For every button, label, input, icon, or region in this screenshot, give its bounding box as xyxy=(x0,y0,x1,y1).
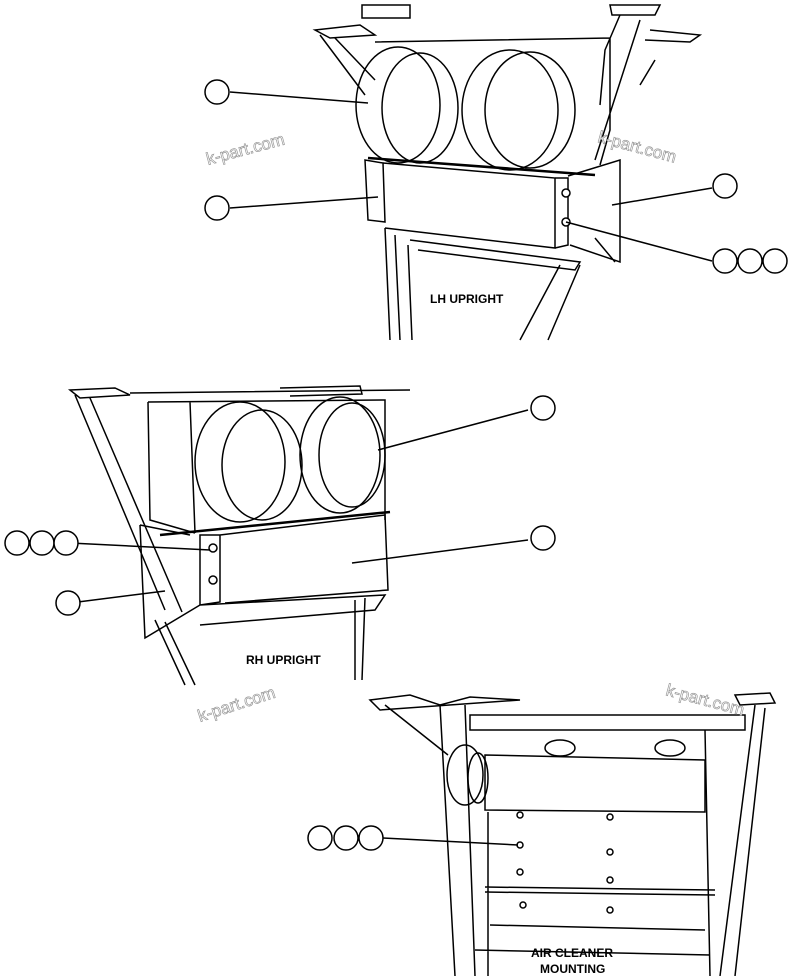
watermark: k-part.com xyxy=(664,681,746,720)
lh-upright-label: LH UPRIGHT xyxy=(430,292,504,306)
lh-upright-view: LH UPRIGHT xyxy=(204,4,788,341)
air-cleaner-label-line1: AIR CLEANER xyxy=(531,946,613,960)
rh-upright-label: RH UPRIGHT xyxy=(246,653,321,667)
watermark: k-part.com xyxy=(195,683,277,726)
bolt-holes xyxy=(516,811,614,914)
air-cleaner-view: AIR CLEANER MOUNTING xyxy=(307,692,777,976)
air-cleaner-label-line2: MOUNTING xyxy=(540,962,605,976)
watermark: k-part.com xyxy=(204,130,286,169)
rh-upright-view: RH UPRIGHT xyxy=(4,385,556,686)
watermark: k-part.com xyxy=(596,128,678,167)
